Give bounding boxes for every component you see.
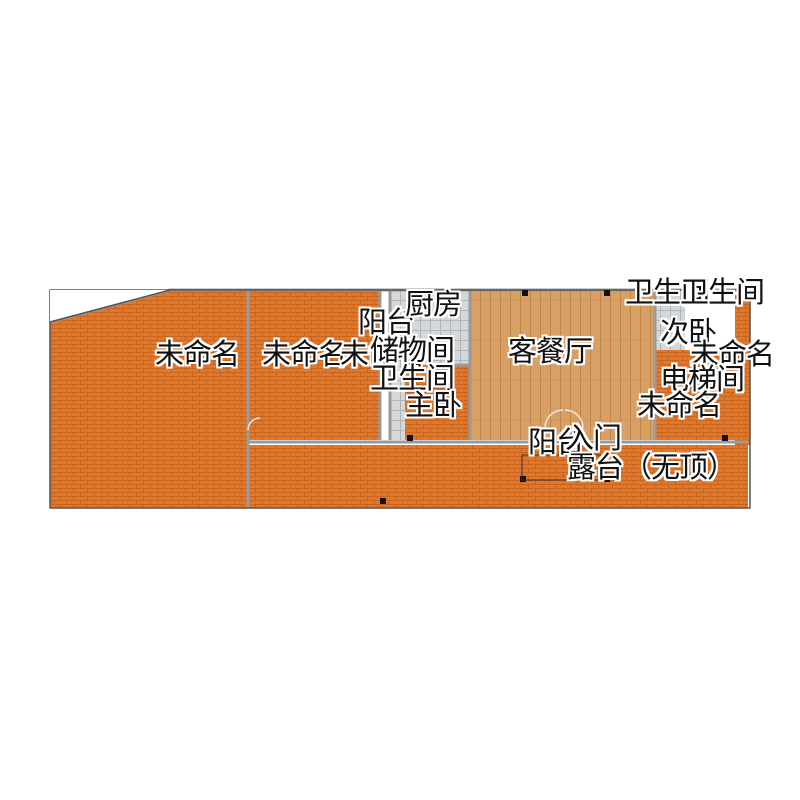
label-storage: 储物间 bbox=[370, 333, 455, 367]
west-diagonal bbox=[49, 289, 171, 323]
label-unnamed-middle-2: 未命名 bbox=[340, 337, 425, 371]
label-second-bedroom: 次卧 bbox=[660, 315, 717, 349]
label-bathroom-east: 卫生间 bbox=[625, 275, 710, 309]
label-elevator-hall: 电梯间 bbox=[660, 362, 745, 396]
label-kitchen: 厨房 bbox=[405, 287, 462, 321]
label-unnamed-southeast: 未命名 bbox=[637, 388, 722, 422]
label-bathroom-east-2: 卫生间 bbox=[680, 275, 765, 309]
room-second-bedroom bbox=[655, 350, 745, 440]
label-unnamed-middle: 未命名 bbox=[262, 337, 347, 371]
room-terrace bbox=[248, 445, 748, 508]
door-swings bbox=[247, 409, 584, 431]
label-terrace: 露台（无顶） bbox=[567, 450, 736, 484]
label-living-dining: 客餐厅 bbox=[508, 334, 593, 368]
label-unnamed-west: 未命名 bbox=[155, 337, 240, 371]
label-bathroom-west: 卫生间 bbox=[370, 361, 455, 395]
label-entrance: 入门 bbox=[565, 421, 622, 455]
room-living-dining bbox=[470, 290, 655, 440]
label-master-bedroom: 主卧 bbox=[405, 388, 462, 422]
room-bathroom-east bbox=[655, 290, 685, 350]
room-unnamed-southeast bbox=[735, 295, 750, 445]
plan-outline bbox=[49, 289, 751, 509]
room-master-bedroom bbox=[405, 365, 470, 440]
room-unnamed-middle bbox=[248, 290, 380, 440]
label-unnamed-east: 未命名 bbox=[690, 337, 775, 371]
entrance-frame bbox=[521, 454, 607, 481]
label-balcony-north: 阳台 bbox=[358, 305, 415, 339]
room-unnamed-west bbox=[50, 290, 248, 508]
columns bbox=[380, 290, 728, 504]
label-balcony-south: 阳台 bbox=[528, 425, 585, 459]
room-kitchen bbox=[430, 290, 470, 365]
